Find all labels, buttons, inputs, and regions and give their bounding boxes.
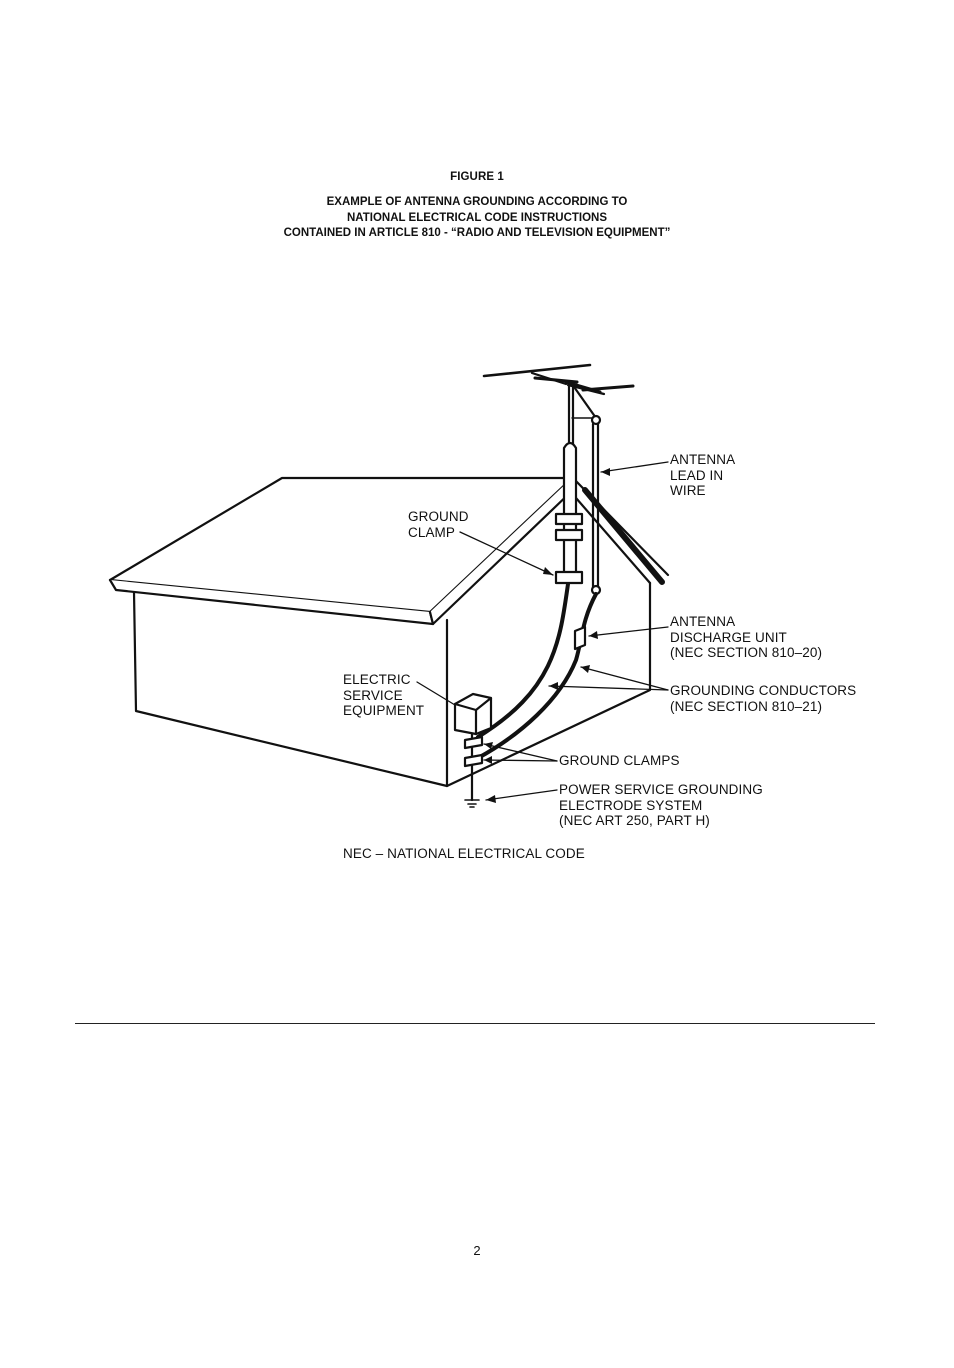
roof-right-band [582,487,665,585]
arrowhead [589,631,598,639]
label-electric-service-equipment: ELECTRIC SERVICE EQUIPMENT [343,672,425,718]
electric-service-box [453,692,493,736]
horizontal-rule [75,1023,875,1024]
caption-line: EXAMPLE OF ANTENNA GROUNDING ACCORDING T… [326,196,628,208]
label-ground-clamp: GROUND CLAMP [408,509,469,540]
electrode-ground-clamp [463,753,484,768]
caption-line: CONTAINED IN ARTICLE 810 - “RADIO AND TE… [283,227,671,239]
roof-right-inner [574,496,652,585]
leader-power-service [485,789,558,801]
arrowhead [543,567,553,575]
antenna-element-3 [581,384,635,392]
antenna-boom-left [482,363,592,378]
leader-ground-clamps-a [483,743,558,762]
arrowhead [484,756,492,764]
footnote-nec: NEC – NATIONAL ELECTRICAL CODE [343,846,585,861]
arrowhead [486,795,496,803]
page-number: 2 [473,1243,481,1258]
ground-symbol [464,799,480,808]
label-antenna-lead-in: ANTENNA LEAD IN WIRE [670,452,736,498]
caption-line: NATIONAL ELECTRICAL CODE INSTRUCTIONS [346,211,608,224]
arrowhead [581,665,590,673]
arrowhead [549,682,558,690]
mast-ground-clamp [554,570,584,585]
mast-clamp [554,512,584,526]
label-grounding-conductors: GROUNDING CONDUCTORS (NEC SECTION 810–21… [670,683,857,714]
electrode-ground-clamp [463,735,484,750]
leader-lead-in [600,461,669,473]
label-power-service-grounding: POWER SERVICE GROUNDING ELECTRODE SYSTEM… [559,782,763,828]
arrowhead [601,468,610,476]
mast-pipe [562,441,578,584]
leader-electric-service [416,681,456,706]
leader-ground-clamps-b [483,759,558,762]
antenna-discharge-unit [573,625,587,651]
figure-number: FIGURE 1 [450,171,504,183]
leader-grounding-conductors-a [548,685,669,691]
mast-clamp [554,528,584,542]
figure-caption: EXAMPLE OF ANTENNA GROUNDING ACCORDING T… [0,195,954,242]
label-antenna-discharge-unit: ANTENNA DISCHARGE UNIT (NEC SECTION 810–… [670,614,823,660]
antenna-element-1 [533,376,579,384]
grounding-conductor-discharge [476,592,598,760]
leader-ground-clamp [459,531,554,576]
house-left-wall [132,590,449,788]
grounding-conductor-mast [476,582,570,739]
leader-grounding-conductors-b [580,666,669,691]
arrowhead [484,742,493,749]
label-ground-clamps: GROUND CLAMPS [559,753,680,768]
leader-discharge [588,626,669,637]
lead-in-connector-top [590,414,602,426]
lead-in-top [570,382,598,420]
electric-service-box-edge [453,696,493,736]
